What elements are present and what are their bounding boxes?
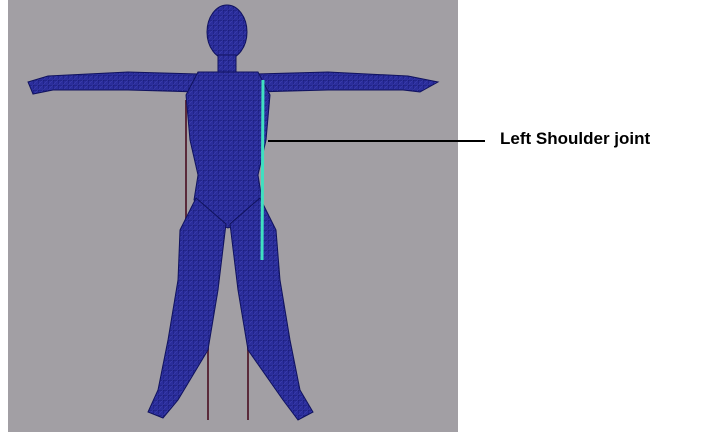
head [207,5,247,59]
body-mesh [28,5,438,420]
left-shoulder-joint-highlight[interactable] [262,80,263,260]
callout-leader-line [268,140,485,142]
callout-label: Left Shoulder joint [500,129,650,149]
3d-viewport[interactable] [8,0,458,432]
left-leg [230,198,313,420]
right-leg [148,198,226,418]
wireframe-model [8,0,458,432]
left-arm [256,72,438,92]
right-arm [28,72,198,94]
